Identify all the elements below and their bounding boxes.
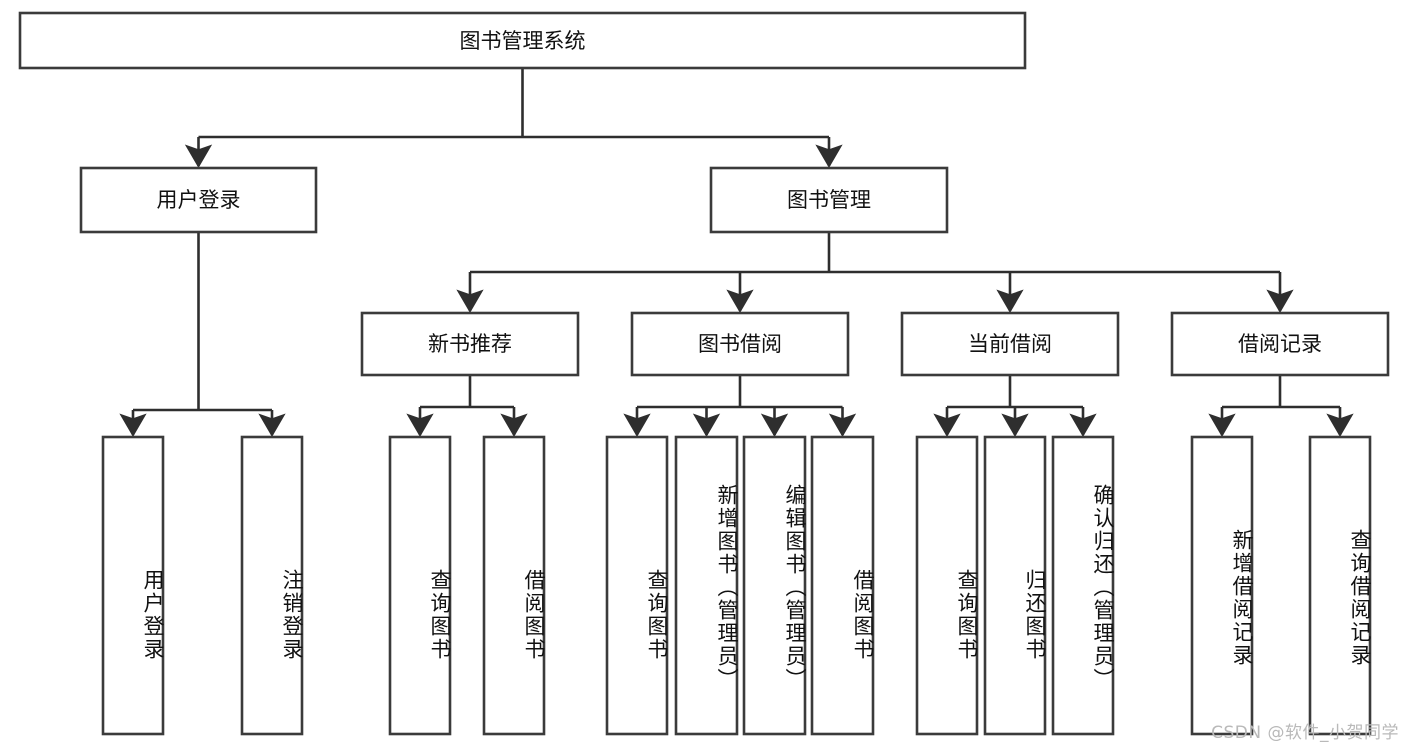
leaf-box-query-borrow-record[interactable] [1308,435,1372,736]
connector-group-root [184,68,843,168]
node-new-book[interactable]: 新书推荐 [360,311,580,377]
leaf-box-user-login[interactable] [101,435,165,736]
node-user-login[interactable]: 用户登录 [79,166,318,234]
node-root-box[interactable] [18,11,1027,70]
node-book-manage[interactable]: 图书管理 [709,166,949,234]
node-borrow-record-label: 借阅记录 [1238,332,1322,356]
leaf-box-borrow-book[interactable] [810,435,875,736]
connector-group-borrow-record [1208,375,1354,437]
node-new-book-box[interactable] [360,311,580,377]
leaf-box-add-borrow-record[interactable] [1190,435,1254,736]
node-root[interactable]: 图书管理系统 [18,11,1027,70]
node-book-borrow-label: 图书借阅 [698,332,782,356]
watermark-text: CSDN @软件_小贺同学 [1211,723,1399,743]
node-current-borrow[interactable]: 当前借阅 [900,311,1120,377]
connector-group-book-borrow [623,375,857,437]
connector-group-book-manage [456,232,1294,313]
node-book-borrow[interactable]: 图书借阅 [630,311,850,377]
node-borrow-record[interactable]: 借阅记录 [1170,311,1390,377]
connector-group-new-book [406,375,528,437]
leaf-box-edit-book-admin[interactable] [742,435,807,736]
connector-group-current-borrow [933,375,1097,437]
node-current-borrow-label: 当前借阅 [968,332,1052,356]
node-book-manage-box[interactable] [709,166,949,234]
node-book-manage-label: 图书管理 [787,188,871,212]
leaf-box-confirm-return-admin[interactable] [1051,435,1115,736]
node-root-label: 图书管理系统 [460,29,586,53]
leaf-box-return-book[interactable] [983,435,1047,736]
node-current-borrow-box[interactable] [900,311,1120,377]
leaf-box-logout[interactable] [240,435,304,736]
leaf-boxes [101,435,1372,736]
connector-group-user-login [119,232,286,437]
node-borrow-record-box[interactable] [1170,311,1390,377]
leaf-box-borrow-book-newbook[interactable] [482,435,546,736]
leaf-box-add-book-admin[interactable] [674,435,739,736]
node-user-login-box[interactable] [79,166,318,234]
node-new-book-label: 新书推荐 [428,332,512,356]
leaf-box-query-book-newbook[interactable] [388,435,452,736]
node-book-borrow-box[interactable] [630,311,850,377]
leaf-box-query-book-current[interactable] [915,435,979,736]
leaf-box-query-book-borrow[interactable] [605,435,669,736]
node-user-login-label: 用户登录 [157,188,241,212]
